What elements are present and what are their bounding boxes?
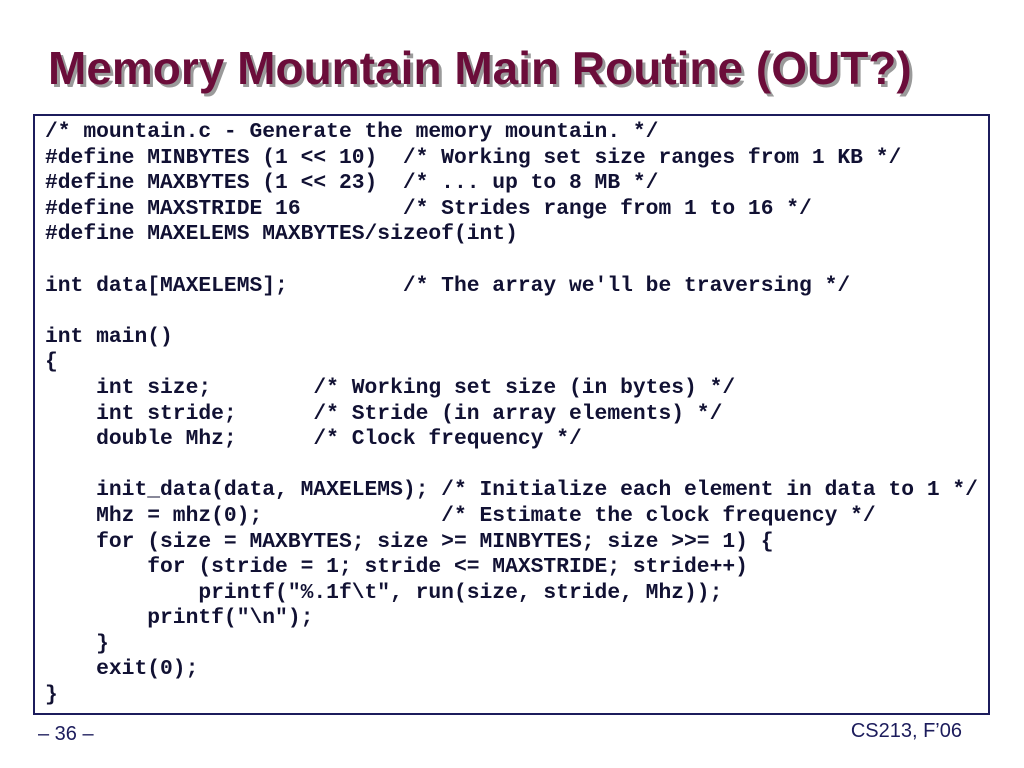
code-listing: /* mountain.c - Generate the memory moun… <box>45 120 978 708</box>
code-listing-box: /* mountain.c - Generate the memory moun… <box>33 114 990 715</box>
course-label: CS213, F’06 <box>850 720 962 742</box>
slide-number: – 36 – <box>38 723 94 745</box>
slide-title: Memory Mountain Main Routine (OUT?) <box>48 42 912 94</box>
